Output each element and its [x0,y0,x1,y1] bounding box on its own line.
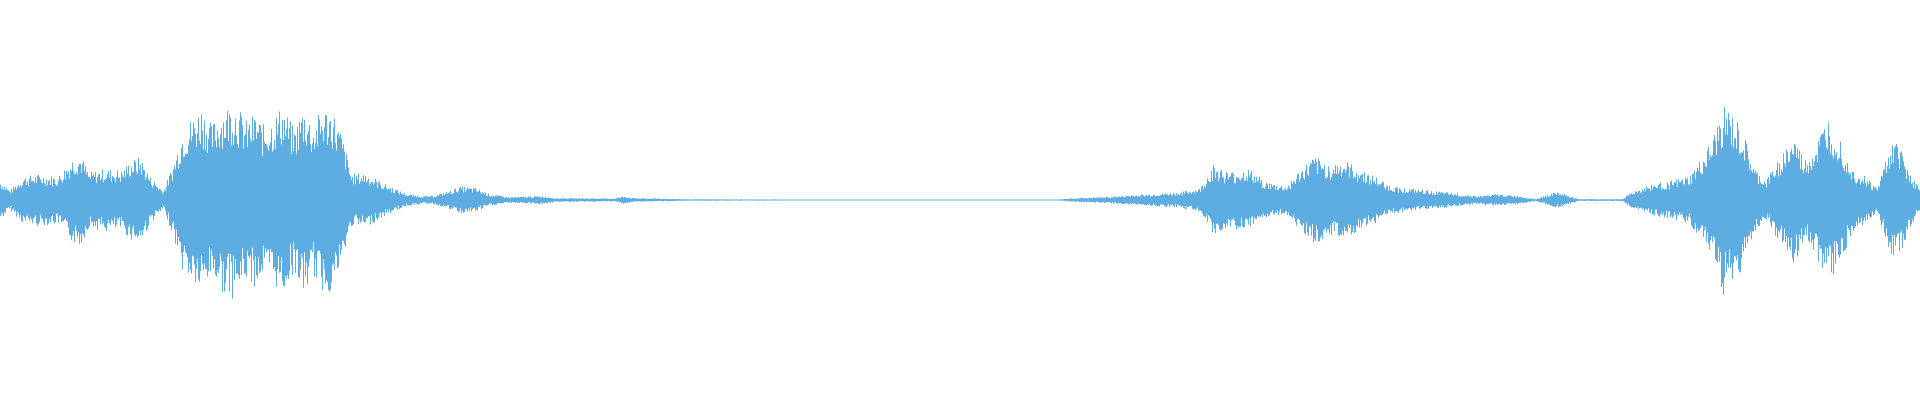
waveform-bars [0,107,1920,299]
